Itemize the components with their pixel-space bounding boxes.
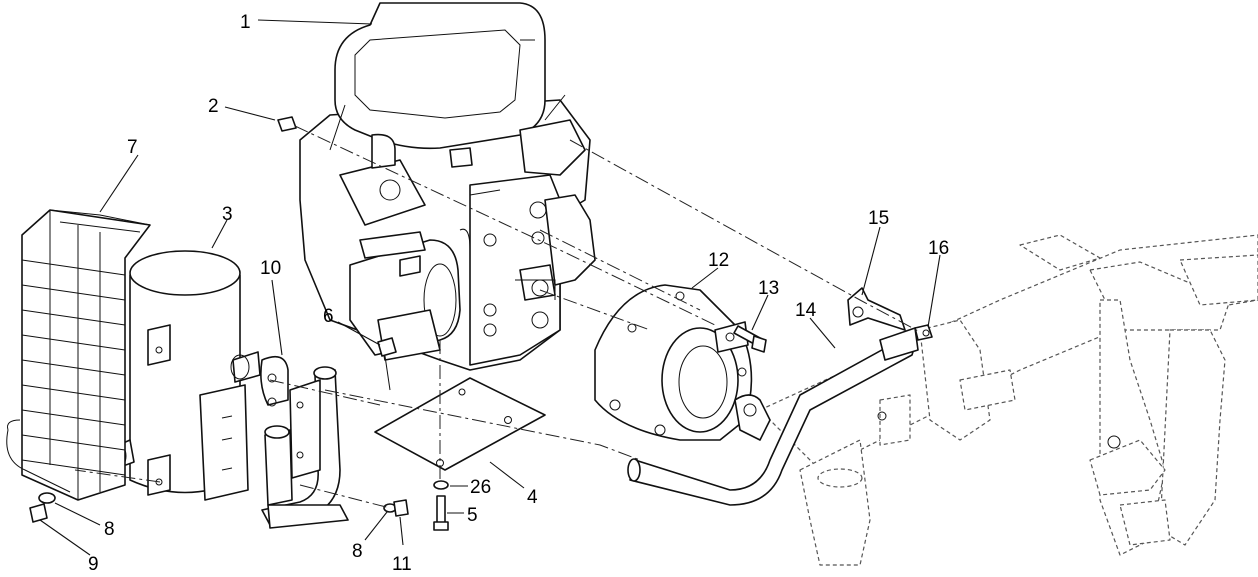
callout-4: 4: [527, 487, 538, 508]
bolt-13: [733, 325, 767, 353]
exhaust-pipe: [627, 327, 919, 506]
callout-9: 9: [88, 554, 99, 575]
callout-8a: 8: [104, 519, 115, 540]
callout-13: 13: [758, 278, 779, 299]
muffler: [107, 250, 261, 501]
washer-26: [433, 480, 449, 490]
assembly-lines: [74, 125, 921, 509]
callout-7: 7: [127, 137, 138, 158]
screw-2: [277, 116, 297, 132]
engine: [299, 2, 596, 371]
nut-11: [393, 499, 409, 517]
callout-26: 26: [470, 477, 491, 498]
machine-frame: [759, 234, 1258, 566]
callout-1: 1: [240, 12, 251, 33]
engine-mount-plate: [374, 377, 546, 471]
washer-8a: [38, 492, 56, 504]
callout-15: 15: [868, 208, 889, 229]
callout-12: 12: [708, 250, 729, 271]
callout-6: 6: [323, 306, 334, 327]
callout-11: 11: [392, 554, 412, 575]
exhaust-adapter-flange: [594, 284, 753, 441]
muffler-bracket: [261, 366, 349, 529]
callout-2: 2: [208, 96, 219, 117]
callout-14: 14: [795, 300, 817, 321]
muffler-guard: [6, 209, 151, 501]
callout-5: 5: [467, 505, 478, 526]
bolt-9: [29, 503, 48, 523]
nut-6: [377, 337, 397, 391]
callout-3: 3: [222, 204, 233, 225]
bolt-5: [433, 495, 449, 531]
leader-lines: [39, 19, 941, 556]
callout-16: 16: [928, 238, 949, 259]
callout-10: 10: [260, 258, 281, 279]
callout-8b: 8: [352, 541, 363, 562]
bolt-16: [914, 324, 933, 341]
callouts: 1 2 3 4 5 6 7 8 8 9 10 11 12 13 14 15 16…: [88, 12, 949, 575]
